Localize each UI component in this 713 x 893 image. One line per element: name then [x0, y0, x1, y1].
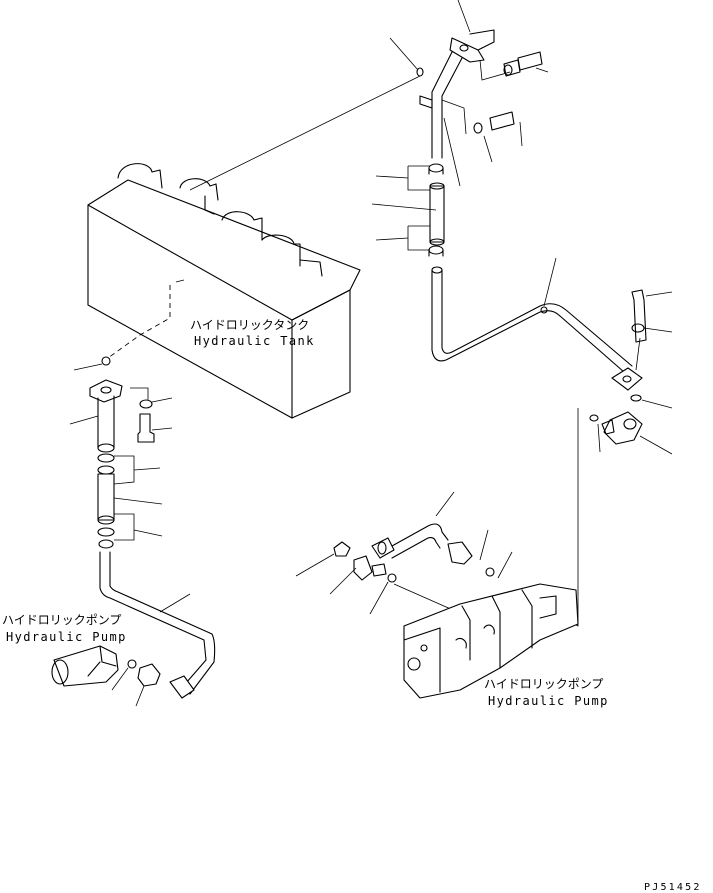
- left-pipe-assembly: [51, 356, 216, 707]
- upper-right-pipe-assembly: [189, 0, 673, 627]
- hydraulic-tank: [87, 163, 361, 419]
- drawing-code: PJ51452: [644, 882, 702, 893]
- pump-left-label-en: Hydraulic Pump: [6, 630, 127, 644]
- tank-label-en: Hydraulic Tank: [194, 334, 315, 348]
- pump-right-label-jp: ハイドロリックポンプ: [484, 677, 603, 691]
- right-pump-assembly: [295, 491, 579, 699]
- tank-label-jp: ハイドロリックタンク: [190, 318, 309, 332]
- pump-right-label-en: Hydraulic Pump: [488, 694, 609, 708]
- pump-left-label-jp: ハイドロリックポンプ: [2, 613, 121, 627]
